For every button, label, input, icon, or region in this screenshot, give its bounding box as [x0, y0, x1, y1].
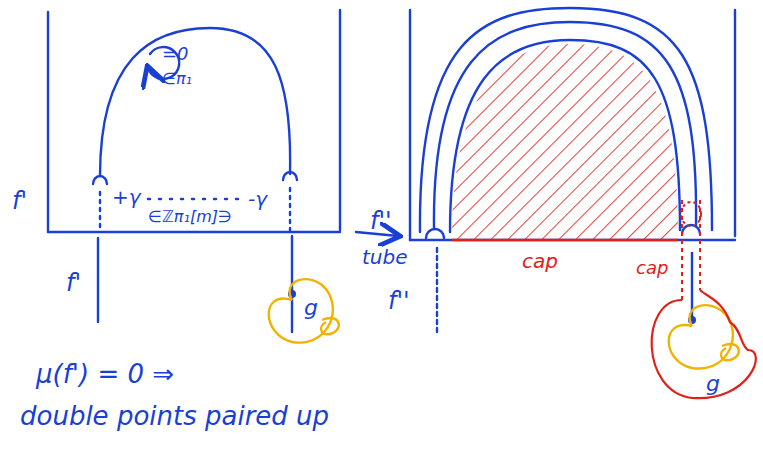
arrow-label: tube	[362, 246, 408, 268]
sheet-label: f''	[388, 288, 410, 314]
loop-group: ∈π₁	[162, 70, 192, 88]
cap-label: cap	[636, 258, 668, 278]
sign-label: -γ	[248, 188, 267, 210]
group-ring-label: ∈ℤπ₁[m]∋	[148, 208, 232, 226]
surface-label: g	[706, 372, 720, 396]
note-text: double points paired up	[20, 402, 329, 431]
cap-label: cap	[522, 250, 558, 272]
surface-label: g	[304, 296, 318, 320]
sheet-label: f'	[12, 188, 27, 214]
sheet-label: f'	[66, 270, 81, 296]
sheet-label: f''	[370, 208, 392, 234]
note-text: μ(f') = 0 ⇒	[36, 360, 174, 389]
sign-label: +γ	[112, 186, 141, 208]
loop-value: =0	[162, 44, 189, 64]
